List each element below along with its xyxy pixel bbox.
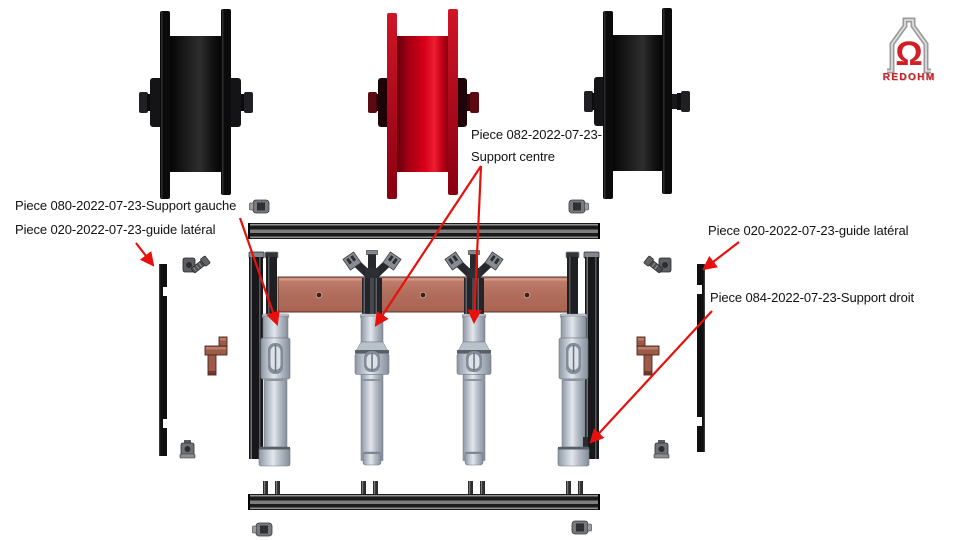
rail-pin (468, 481, 473, 494)
screw-bottom-right (571, 520, 592, 535)
panel-hole (523, 291, 531, 299)
callout-support-gauche: Piece 080-2022-07-23-Support gauche (15, 198, 237, 213)
spool-black-right (584, 8, 690, 199)
brand-text-shadow: REDOHM (883, 73, 936, 84)
callout-support-centre: Piece 082-2022-07-23- Support centre (471, 127, 602, 171)
callout-guide-lateral-left: Piece 020-2022-07-23-guide latéral (15, 222, 216, 237)
spool-hub (150, 78, 163, 127)
spool-cradle-bracket (444, 250, 504, 279)
panel-hole (419, 291, 427, 299)
callout-guide-lateral-right: Piece 020-2022-07-23-guide latéral (708, 223, 909, 238)
fastener-bottom-right (653, 440, 670, 459)
rail-pin (566, 481, 571, 494)
spool-drum (394, 36, 450, 172)
corner-bracket-right (636, 336, 660, 376)
support-column-left (248, 251, 291, 467)
rail-pin (263, 481, 268, 494)
guide-plate-right (697, 264, 705, 452)
spool-black-left (139, 9, 253, 199)
spool-flange (448, 9, 458, 195)
fastener-cluster-right (643, 255, 672, 273)
callout-arrows (135, 165, 740, 444)
rail-pin (361, 481, 366, 494)
fastener-cluster-left (182, 255, 211, 273)
support-column-centre-1 (342, 250, 402, 466)
arrow-support-centre-2 (467, 165, 483, 325)
callout-support-droit: Piece 084-2022-07-23-Support droit (710, 290, 915, 305)
fastener-bottom-left (179, 440, 196, 459)
screw-top-left (249, 199, 270, 214)
spool-cradle-bracket (342, 250, 402, 279)
redohm-logo: Ω REDOHM REDOHM (883, 17, 936, 84)
arrow-support-droit (589, 310, 713, 444)
arrow-support-gauche (238, 217, 280, 327)
spool-red-centre (368, 9, 479, 199)
mounting-panel (277, 276, 569, 313)
rail-pin (578, 481, 583, 494)
spool-drum (610, 35, 666, 171)
corner-bracket-left (204, 336, 228, 376)
rail-pin (275, 481, 280, 494)
omega-icon: Ω (895, 35, 922, 73)
screw-top-right (568, 199, 589, 214)
bottom-rail (248, 481, 600, 510)
brand-text: REDOHM (883, 72, 936, 83)
rail-pin (480, 481, 485, 494)
spool-drum (167, 36, 224, 172)
arrow-guide-lateral-right (702, 241, 740, 271)
house-icon (887, 17, 931, 74)
panel-hole (315, 291, 323, 299)
screw-bottom-left (252, 522, 273, 537)
support-column-right (557, 251, 600, 467)
top-rail (248, 223, 600, 239)
arrow-guide-lateral-left (135, 242, 155, 267)
guide-plate-left (159, 264, 168, 456)
rail-pin (373, 481, 378, 494)
arrow-support-centre-1 (374, 165, 482, 327)
callout-support-centre-line2: Support centre (471, 149, 555, 164)
spool-flange (387, 13, 397, 199)
callout-support-centre-line1: Piece 082-2022-07-23- (471, 127, 602, 142)
spool-hub (228, 78, 241, 127)
